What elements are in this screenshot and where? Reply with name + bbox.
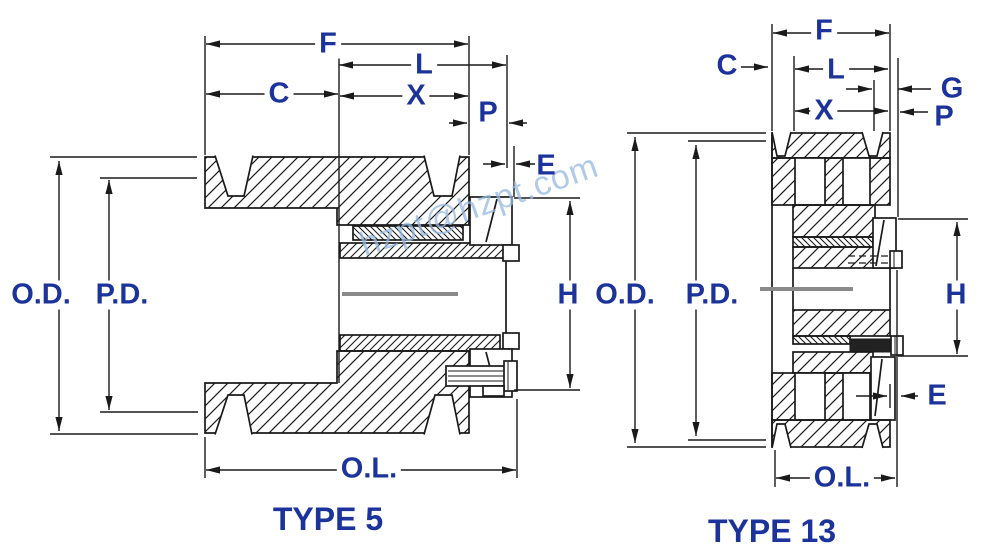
type5-dim-label-c: C [264, 79, 294, 109]
type13-dim-label-p: P [934, 100, 954, 133]
type5-dim-label-h: H [553, 280, 583, 310]
type13-dim-label-g: G [940, 72, 964, 105]
type5-dim-label-x: X [402, 81, 430, 111]
type13-dim-label-od: O.D. [591, 280, 659, 310]
type13-dim-label-l: L [823, 55, 849, 85]
type5-dim-label-e: E [536, 149, 556, 182]
type5-caption: TYPE 5 [272, 501, 384, 537]
type5-dim-label-pd: P.D. [91, 280, 153, 310]
type5-dim-label-p: P [478, 96, 498, 129]
type13-dim-label-e: E [927, 379, 947, 412]
type13-dim-label-ol: O.L. [809, 463, 875, 493]
type5-cross-section [204, 154, 520, 436]
type13-dim-label-pd: P.D. [681, 280, 743, 310]
type13-dim-label-h: H [941, 280, 971, 310]
type5-dim-label-od: O.D. [7, 280, 75, 310]
type13-caption: TYPE 13 [707, 513, 837, 549]
type13-dim-label-x: X [810, 96, 838, 126]
type13-dim-label-f: F [811, 16, 837, 46]
type13-cross-section [760, 130, 904, 450]
type5-dim-label-l: L [411, 50, 437, 80]
type5-dim-label-f: F [315, 29, 341, 59]
type5-dim-label-ol: O.L. [336, 454, 402, 484]
type13-dim-label-c: C [716, 49, 738, 82]
